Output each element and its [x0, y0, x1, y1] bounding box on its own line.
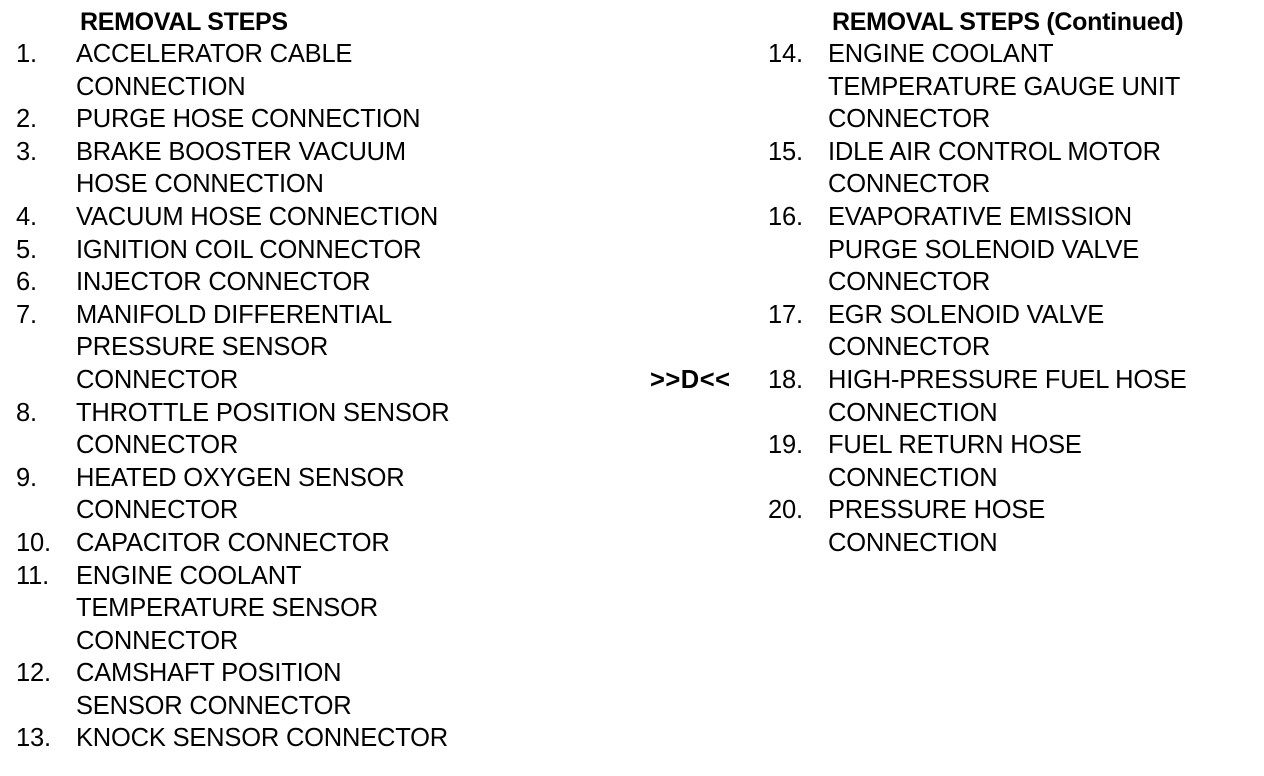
step-text: THROTTLE POSITION SENSOR CONNECTOR [76, 398, 450, 460]
removal-steps-heading: REMOVAL STEPS [80, 8, 288, 36]
removal-steps-continued-heading: REMOVAL STEPS (Continued) [832, 8, 1184, 36]
step-number: 11. [16, 561, 49, 590]
step-number: 3. [16, 137, 37, 166]
step-number: 12. [16, 659, 51, 688]
step-number: 10. [16, 528, 51, 557]
step-number: 2. [16, 105, 37, 134]
step-number: 7. [16, 300, 37, 329]
step-item: 7. MANIFOLD DIFFERENTIAL PRESSURE SENSOR… [16, 299, 576, 397]
step-item: 19. FUEL RETURN HOSE CONNECTION [650, 429, 1260, 494]
step-number: 6. [16, 268, 37, 297]
step-item: 17. EGR SOLENOID VALVE CONNECTOR [650, 299, 1260, 364]
step-item: 2. PURGE HOSE CONNECTION [16, 103, 576, 136]
step-item: 14. ENGINE COOLANT TEMPERATURE GAUGE UNI… [650, 38, 1260, 136]
step-item: 10. CAPACITOR CONNECTOR [16, 527, 576, 560]
step-item: 3. BRAKE BOOSTER VACUUM HOSE CONNECTION [16, 136, 576, 201]
step-number: 20. [768, 496, 803, 525]
step-item: 5. IGNITION COIL CONNECTOR [16, 234, 576, 267]
step-text: ENGINE COOLANT TEMPERATURE GAUGE UNIT CO… [828, 40, 1181, 134]
step-text: FUEL RETURN HOSE CONNECTION [828, 431, 1082, 492]
step-number: 9. [16, 463, 37, 492]
step-text: IGNITION COIL CONNECTOR [76, 235, 422, 264]
step-number: 4. [16, 202, 37, 231]
step-item: 15. IDLE AIR CONTROL MOTOR CONNECTOR [650, 136, 1260, 201]
step-item: 8. THROTTLE POSITION SENSOR CONNECTOR [16, 397, 576, 462]
step-text: EGR SOLENOID VALVE CONNECTOR [828, 300, 1105, 362]
right-step-list: 14. ENGINE COOLANT TEMPERATURE GAUGE UNI… [650, 38, 1260, 560]
service-point-marker: >>D<< [650, 365, 731, 394]
step-number: 19. [768, 431, 803, 460]
step-item: 4. VACUUM HOSE CONNECTION [16, 201, 576, 234]
step-item: 13. KNOCK SENSOR CONNECTOR [16, 722, 576, 755]
step-number: 18. [768, 365, 803, 394]
step-number: 1. [16, 40, 37, 68]
step-text: HEATED OXYGEN SENSOR CONNECTOR [76, 463, 405, 525]
step-text: HIGH-PRESSURE FUEL HOSE CONNECTION [828, 365, 1187, 427]
step-text: INJECTOR CONNECTOR [76, 268, 371, 297]
step-number: 5. [16, 235, 37, 264]
step-text: ENGINE COOLANT TEMPERATURE SENSOR CONNEC… [76, 561, 378, 655]
step-item: 9. HEATED OXYGEN SENSOR CONNECTOR [16, 462, 576, 527]
step-item: 6. INJECTOR CONNECTOR [16, 266, 576, 299]
step-text: VACUUM HOSE CONNECTION [76, 202, 439, 231]
step-item: 16. EVAPORATIVE EMISSION PURGE SOLENOID … [650, 201, 1260, 299]
step-text: PRESSURE HOSE CONNECTION [828, 496, 1046, 557]
step-text: ACCELERATOR CABLE CONNECTION [76, 40, 353, 101]
step-text: IDLE AIR CONTROL MOTOR CONNECTOR [828, 137, 1161, 199]
step-number: 13. [16, 724, 51, 753]
left-step-list: 1. ACCELERATOR CABLE CONNECTION 2. PURGE… [16, 38, 576, 755]
step-number: 15. [768, 137, 803, 166]
step-item: >>D<< 18. HIGH-PRESSURE FUEL HOSE CONNEC… [650, 364, 1260, 429]
step-text: KNOCK SENSOR CONNECTOR [76, 724, 449, 753]
step-number: 14. [768, 40, 803, 68]
step-text: CAPACITOR CONNECTOR [76, 528, 390, 557]
step-item: 20. PRESSURE HOSE CONNECTION [650, 494, 1260, 559]
step-text: PURGE HOSE CONNECTION [76, 105, 421, 134]
step-number: 17. [768, 300, 803, 329]
step-number: 8. [16, 398, 37, 427]
step-text: CAMSHAFT POSITION SENSOR CONNECTOR [76, 659, 352, 720]
step-number: 16. [768, 202, 803, 231]
step-item: 11. ENGINE COOLANT TEMPERATURE SENSOR CO… [16, 560, 576, 658]
step-item: 12. CAMSHAFT POSITION SENSOR CONNECTOR [16, 657, 576, 722]
step-text: EVAPORATIVE EMISSION PURGE SOLENOID VALV… [828, 202, 1140, 297]
step-text: BRAKE BOOSTER VACUUM HOSE CONNECTION [76, 137, 406, 199]
step-text: MANIFOLD DIFFERENTIAL PRESSURE SENSOR CO… [76, 300, 392, 394]
step-item: 1. ACCELERATOR CABLE CONNECTION [16, 38, 576, 103]
